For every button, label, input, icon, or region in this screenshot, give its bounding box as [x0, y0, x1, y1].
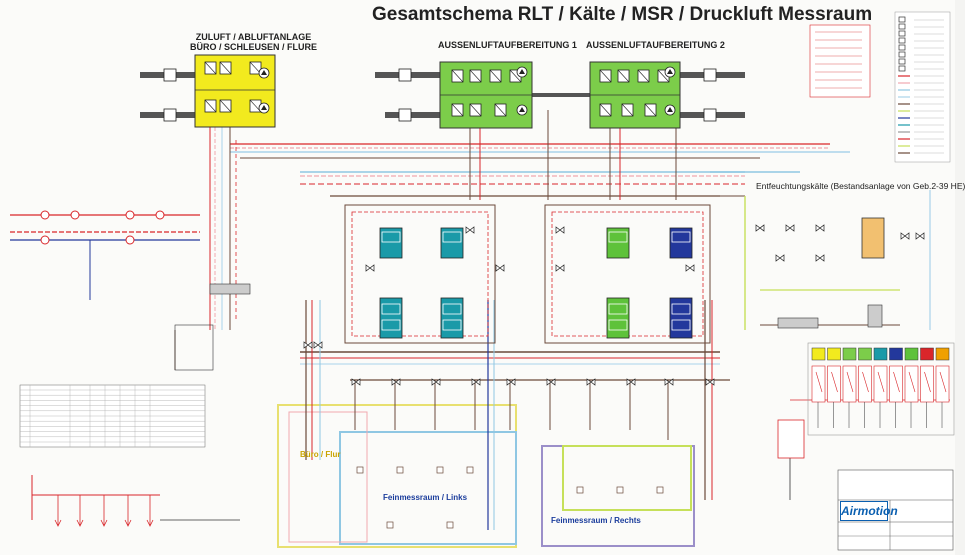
pump-icon: [125, 210, 135, 220]
airmotion-logo: Airmotion: [840, 501, 898, 521]
valve-icon: [915, 232, 925, 240]
aussen2-unit-label: AUSSENLUFTAUFBEREITUNG 2: [586, 40, 725, 50]
valve-icon: [431, 378, 441, 386]
valve-icon: [586, 378, 596, 386]
valve-icon: [626, 378, 636, 386]
valve-icon: [506, 378, 516, 386]
valve-icon: [495, 264, 505, 272]
valve-icon: [465, 226, 475, 234]
valve-icon: [391, 378, 401, 386]
aussen1-unit-label: AUSSENLUFTAUFBEREITUNG 1: [438, 40, 577, 50]
control-cabinet-frame: [807, 342, 955, 436]
valve-icon: [313, 341, 323, 349]
pump-table-rows: [20, 385, 205, 447]
pump-icon: [155, 210, 165, 220]
zone-buero-label: Büro / Flur: [300, 450, 341, 459]
pump-icon: [70, 210, 80, 220]
valve-icon: [685, 264, 695, 272]
valve-icon: [705, 378, 715, 386]
valve-icon: [664, 378, 674, 386]
valve-icon: [351, 378, 361, 386]
pump-icon: [125, 235, 135, 245]
filter-icon: [163, 68, 177, 82]
entfeuchtung-unit: [777, 217, 885, 459]
zuluft-unit-label: ZULUFT / ABLUFTANLAGE BÜRO / SCHLEUSEN /…: [190, 32, 318, 52]
valve-icon: [785, 224, 795, 232]
valve-icon: [815, 254, 825, 262]
valve-icon: [365, 264, 375, 272]
valve-icon: [555, 264, 565, 272]
pump-icon: [40, 210, 50, 220]
entfeuchtung-label: Entfeuchtungskälte (Bestandsanlage von G…: [756, 181, 965, 191]
filter-icon: [703, 108, 717, 122]
valve-icon: [303, 341, 313, 349]
filter-icon: [398, 68, 412, 82]
valve-and-fan-symbols: [40, 210, 925, 529]
control-cabinet-blocks: [811, 347, 950, 428]
ahu-components: [163, 61, 717, 122]
valve-icon: [900, 232, 910, 240]
zone-rooms: [277, 404, 695, 548]
diagram-title: Gesamtschema RLT / Kälte / MSR / Drucklu…: [372, 4, 873, 25]
zone-rechts-label: Feinmessraum / Rechts: [551, 516, 641, 525]
filter-icon: [163, 108, 177, 122]
valve-icon: [471, 378, 481, 386]
filter-icon: [398, 108, 412, 122]
valve-icon: [555, 226, 565, 234]
filter-icon: [703, 68, 717, 82]
legend-panel: [809, 11, 951, 163]
valve-icon: [815, 224, 825, 232]
valve-icon: [546, 378, 556, 386]
duct-network: [10, 110, 950, 530]
zone-links-label: Feinmessraum / Links: [383, 493, 468, 502]
legend-rows: [815, 16, 944, 154]
valve-icon: [775, 254, 785, 262]
valve-icon: [755, 224, 765, 232]
pump-icon: [40, 235, 50, 245]
terminal-units: [379, 227, 693, 339]
